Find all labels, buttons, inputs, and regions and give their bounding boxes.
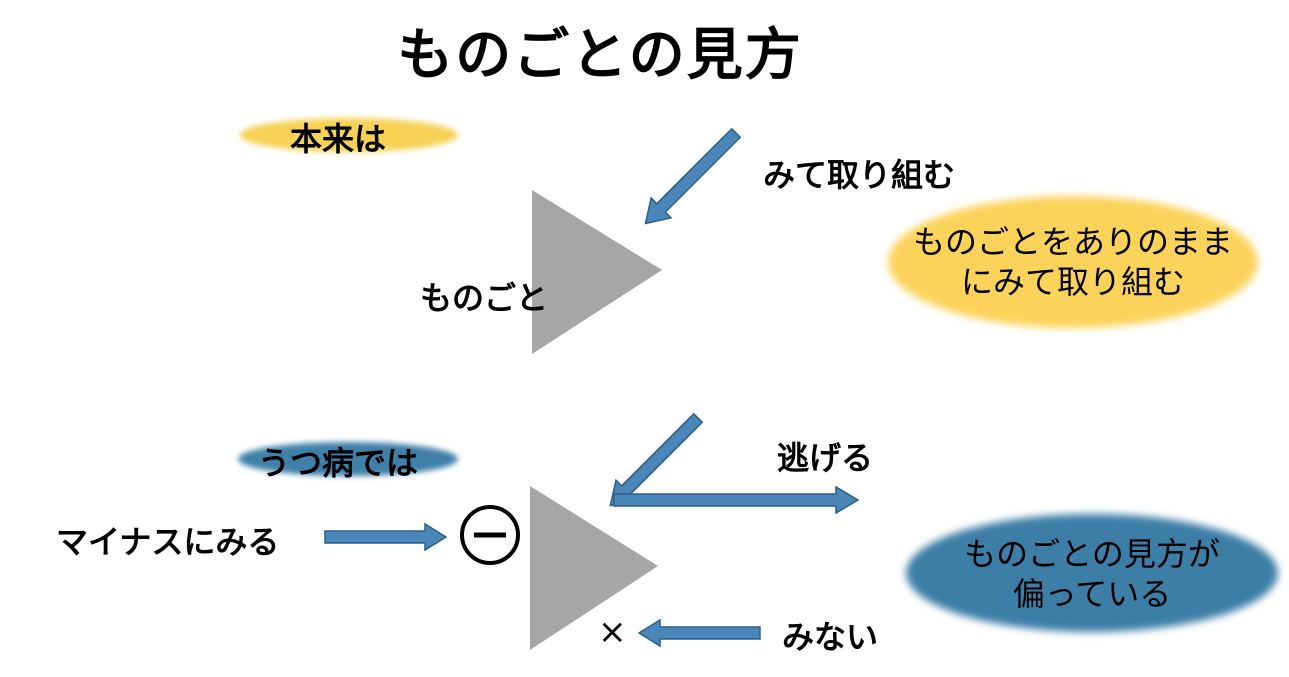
summary-ellipse-depression: [906, 514, 1278, 632]
summary-depression-line2: 偏っている: [1012, 575, 1172, 613]
summary-depression-line1: ものごとの見方が: [964, 535, 1220, 573]
arrow-see-and-act: [644, 127, 742, 225]
heading-highlight-normal: [240, 118, 458, 152]
page-title: ものごとの見方: [397, 23, 803, 88]
triangle-depression: [530, 486, 658, 650]
cross-mark-icon: ×: [598, 612, 627, 652]
arrow-negative-view: [324, 522, 448, 552]
heading-normal: 本来は: [290, 120, 387, 158]
action-label-normal: みて取り組む: [763, 156, 956, 194]
arrow-ignore: [637, 618, 761, 648]
ignore-label: みない: [782, 618, 879, 656]
negative-view-label: マイナスにみる: [56, 523, 280, 561]
summary-normal: ものごとをありのまま にみて取り組む: [888, 218, 1258, 306]
triangle-normal: [532, 190, 662, 354]
arrow-escape: [613, 485, 860, 515]
summary-depression: ものごとの見方が 偏っている: [906, 530, 1278, 618]
summary-normal-line2: にみて取り組む: [960, 263, 1185, 301]
heading-depression: うつ病では: [258, 444, 419, 482]
escape-label: 逃げる: [777, 439, 874, 477]
summary-ellipse-normal: [888, 196, 1258, 328]
heading-highlight-depression: [238, 442, 458, 476]
subject-label: ものごと: [420, 279, 549, 317]
summary-normal-line1: ものごとをありのまま: [912, 223, 1233, 261]
